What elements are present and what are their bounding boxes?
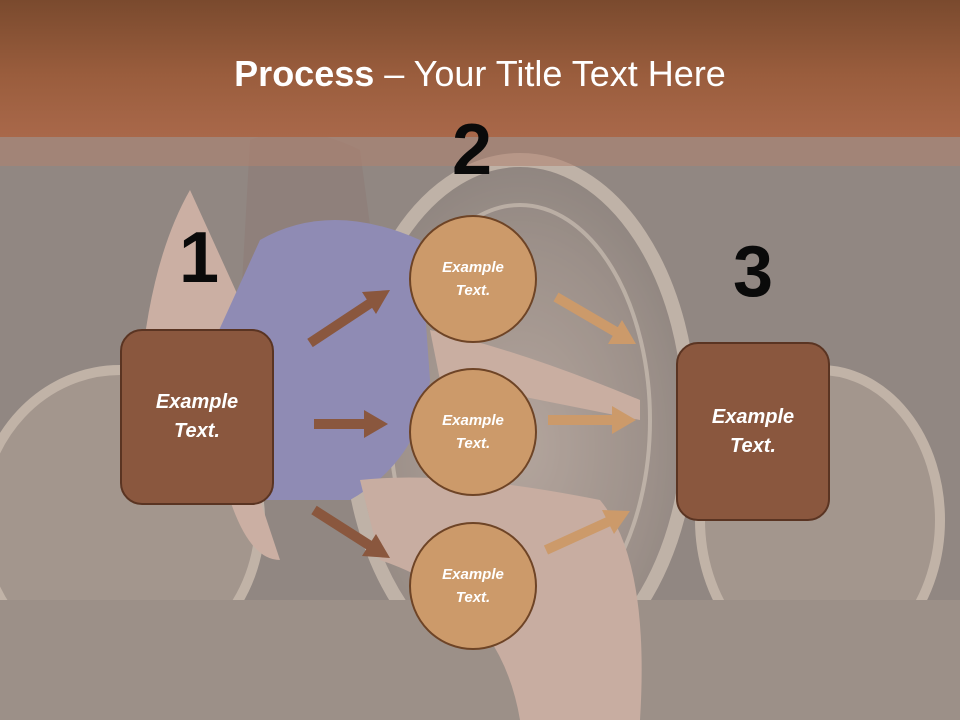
arrow-1-to-middle — [314, 410, 388, 438]
slide-title: Process – Your Title Text Here — [0, 52, 960, 96]
arrow-top-to-3 — [553, 292, 636, 344]
arrow-1-to-top — [307, 290, 390, 348]
circle-bottom-text: Example Text. — [442, 566, 504, 606]
step-number-1: 1 — [178, 218, 220, 298]
step-3-text: Example Text. — [711, 405, 795, 457]
step-1-box[interactable]: Example Text. — [120, 329, 274, 505]
title-band — [0, 137, 960, 166]
title-bar — [0, 0, 960, 137]
step-3-box[interactable]: Example Text. — [676, 342, 830, 521]
title-rest: – Your Title Text Here — [374, 53, 726, 94]
circle-top-text: Example Text. — [442, 259, 504, 299]
title-bold: Process — [234, 53, 375, 94]
step-number-2: 2 — [451, 110, 493, 190]
arrow-middle-to-3 — [548, 406, 636, 434]
step-2-circle-top[interactable]: Example Text. — [409, 215, 537, 343]
arrow-1-to-bottom — [311, 505, 390, 558]
circle-middle-text: Example Text. — [442, 412, 504, 452]
step-1-text: Example Text. — [155, 391, 239, 442]
step-2-circle-bottom[interactable]: Example Text. — [409, 522, 537, 650]
step-2-circle-middle[interactable]: Example Text. — [409, 368, 537, 496]
step-number-3: 3 — [732, 232, 774, 312]
arrow-bottom-to-3 — [543, 510, 630, 555]
